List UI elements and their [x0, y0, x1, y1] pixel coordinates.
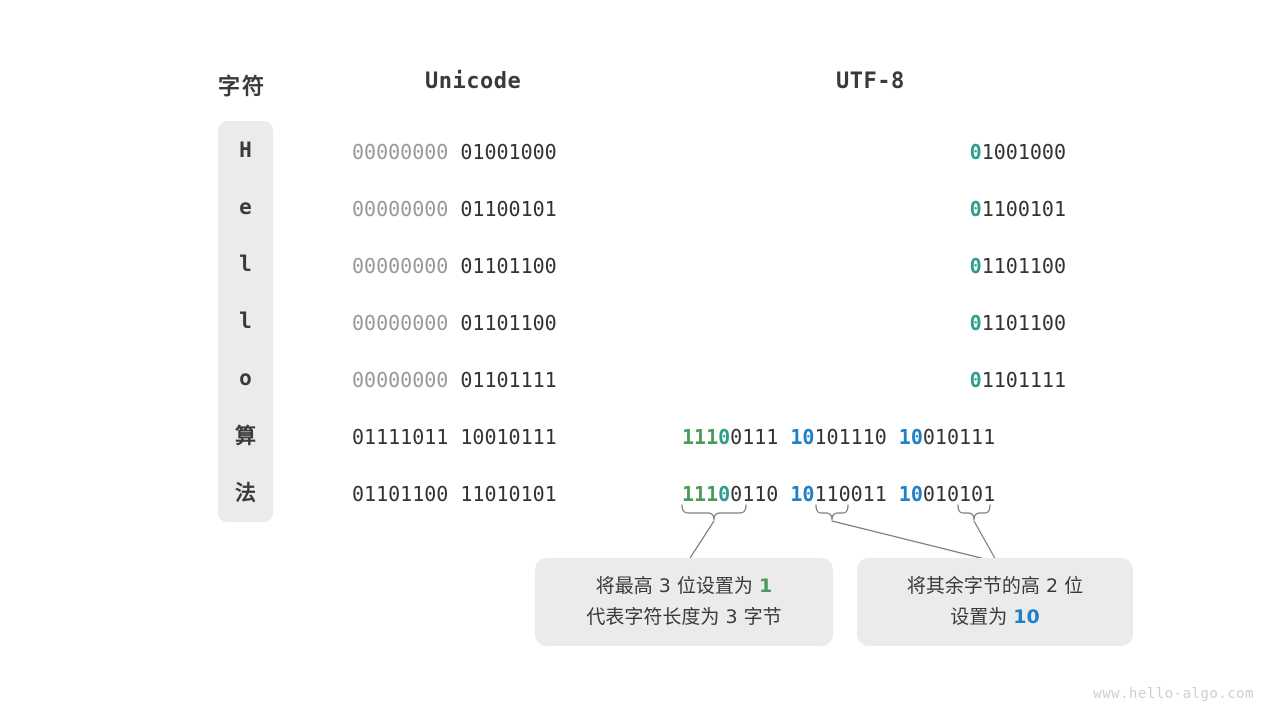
utf8-length-marker: 111	[682, 482, 719, 506]
utf8-bits-row: 01101100	[970, 256, 1066, 276]
unicode-bits-row: 01101100 11010101	[352, 484, 557, 504]
unicode-high-byte: 00000000	[352, 197, 449, 221]
unicode-bits-row: 00000000 01101100	[352, 313, 557, 333]
brace-second-byte	[815, 504, 849, 521]
char-cell: o	[239, 365, 252, 390]
leader-line-2	[831, 520, 998, 563]
utf8-marker-bits: 0	[969, 254, 982, 278]
unicode-low-byte: 01101111	[460, 368, 557, 392]
utf8-payload-bits: 101110	[814, 425, 887, 449]
unicode-low-byte: 10010111	[460, 425, 557, 449]
utf8-payload-bits: 1100101	[981, 197, 1066, 221]
char-cell: H	[239, 137, 252, 162]
callout-line: 设置为 10	[950, 602, 1040, 633]
utf8-continuation-marker: 10	[790, 482, 815, 506]
unicode-low-byte: 01101100	[460, 311, 557, 335]
callout-text: 将最高 3 位设置为	[595, 575, 759, 597]
utf8-payload-bits: 1101111	[981, 368, 1066, 392]
callout-continuation-marker: 将其余字节的高 2 位 设置为 10	[857, 558, 1133, 646]
utf8-marker-terminator: 0	[718, 482, 731, 506]
unicode-low-byte: 01101100	[460, 254, 557, 278]
brace-first-byte	[681, 504, 747, 521]
callout-line: 代表字符长度为 3 字节	[586, 606, 782, 628]
char-cell: l	[239, 308, 252, 333]
callout-length-marker: 将最高 3 位设置为 1 代表字符长度为 3 字节	[535, 558, 833, 646]
utf8-bits-row: 01101100	[970, 313, 1066, 333]
utf8-marker-bits: 0	[969, 197, 982, 221]
utf8-bits-row: 11100110 10110011 10010101	[682, 484, 995, 504]
utf8-payload-bits: 0111	[730, 425, 779, 449]
utf8-payload-bits: 1001000	[981, 140, 1066, 164]
char-cell: 法	[235, 480, 256, 505]
char-cell: e	[239, 194, 252, 219]
utf8-bits-row: 01001000	[970, 142, 1066, 162]
unicode-low-byte: 11010101	[460, 482, 557, 506]
callout-text: 设置为	[950, 606, 1014, 628]
unicode-low-byte: 01100101	[460, 197, 557, 221]
utf8-marker-bits: 0	[969, 311, 982, 335]
utf8-payload-bits: 1101100	[981, 311, 1066, 335]
callout-line: 将最高 3 位设置为 1	[596, 571, 772, 602]
utf8-marker-bits: 0	[969, 140, 982, 164]
unicode-high-byte: 00000000	[352, 311, 449, 335]
unicode-high-byte: 00000000	[352, 254, 449, 278]
site-watermark: www.hello-algo.com	[1093, 686, 1254, 702]
char-cell: l	[239, 251, 252, 276]
utf8-payload-bits: 1101100	[981, 254, 1066, 278]
unicode-bits-row: 00000000 01100101	[352, 199, 557, 219]
column-header-utf8: UTF-8	[836, 69, 905, 94]
utf8-continuation-marker: 10	[898, 425, 923, 449]
unicode-bits-row: 00000000 01101111	[352, 370, 557, 390]
leader-line-3	[973, 520, 998, 563]
callout-highlight: 10	[1013, 606, 1040, 628]
utf8-payload-bits: 010111	[922, 425, 996, 449]
utf8-continuation-marker: 10	[898, 482, 923, 506]
utf8-bits-row: 01100101	[970, 199, 1066, 219]
character-column-panel: H e l l o 算 法	[218, 121, 273, 522]
brace-third-byte	[957, 504, 991, 521]
utf8-payload-bits: 010101	[922, 482, 996, 506]
char-cell: 算	[235, 423, 256, 448]
unicode-bits-row: 00000000 01001000	[352, 142, 557, 162]
column-header-unicode: Unicode	[425, 69, 522, 94]
callout-highlight: 1	[758, 575, 773, 597]
unicode-high-byte: 01111011	[352, 425, 449, 449]
utf8-bits-row: 11100111 10101110 10010111	[682, 427, 995, 447]
utf8-continuation-marker: 10	[790, 425, 815, 449]
unicode-low-byte: 01001000	[460, 140, 557, 164]
column-header-char: 字符	[218, 75, 267, 100]
utf8-payload-bits: 0110	[730, 482, 779, 506]
unicode-bits-row: 01111011 10010111	[352, 427, 557, 447]
utf8-marker-bits: 0	[969, 368, 982, 392]
unicode-high-byte: 00000000	[352, 368, 449, 392]
utf8-length-marker: 111	[682, 425, 719, 449]
utf8-payload-bits: 110011	[814, 482, 887, 506]
utf8-bits-row: 01101111	[970, 370, 1066, 390]
utf8-marker-terminator: 0	[718, 425, 731, 449]
unicode-bits-row: 00000000 01101100	[352, 256, 557, 276]
callout-line: 将其余字节的高 2 位	[906, 575, 1084, 597]
unicode-high-byte: 00000000	[352, 140, 449, 164]
unicode-high-byte: 01101100	[352, 482, 449, 506]
